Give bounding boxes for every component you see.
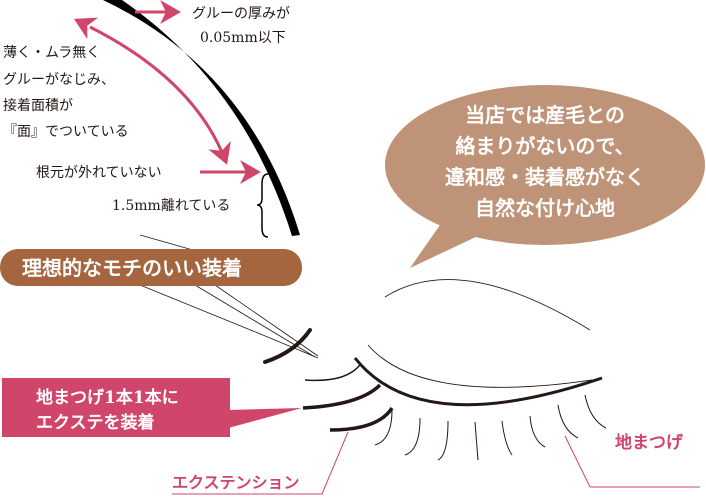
tweezers (139, 234, 319, 359)
glue-surface-line-3: 接着面積が (3, 97, 73, 114)
closed-eye (302, 279, 607, 461)
glue-surface-line-2: グルーがなじみ、 (3, 72, 115, 88)
glue-surface-double-arrow (73, 17, 231, 165)
extension-label: エクステンション (172, 473, 300, 492)
distance-brace (256, 173, 269, 238)
speech-bubble (385, 85, 705, 268)
pink-callout-line-2: エクステを装着 (36, 412, 155, 433)
extension-leader (172, 431, 349, 495)
pill-label: 理想的なモチのいい装着 (22, 256, 242, 280)
glue-surface-line-1: 薄く・ムラ無く (3, 45, 100, 61)
natural-lash-label: 地まつげ (615, 432, 684, 453)
glue-thickness-line-2: 0.05mm以下 (200, 30, 286, 46)
natural-lash-leader (564, 435, 700, 488)
bubble-line-2: 絡まりがないので、 (455, 134, 634, 158)
distance-label: 1.5mm離れている (112, 197, 230, 214)
root-label: 根元が外れていない (36, 165, 162, 181)
ideal-attachment-pill (0, 249, 302, 286)
pink-callout-line-1: 地まつげ1本1本に (36, 387, 179, 408)
bubble-line-4: 自然な付け心地 (475, 196, 615, 220)
bubble-line-1: 当店では産毛との (465, 103, 625, 127)
pink-callout (2, 378, 302, 437)
glue-thickness-line-1: グルーの厚みが (192, 6, 290, 22)
glue-surface-line-4: 『面』でついている (3, 124, 129, 140)
bubble-line-3: 違和感・装着感がなく (445, 165, 645, 189)
held-extension (263, 328, 312, 364)
